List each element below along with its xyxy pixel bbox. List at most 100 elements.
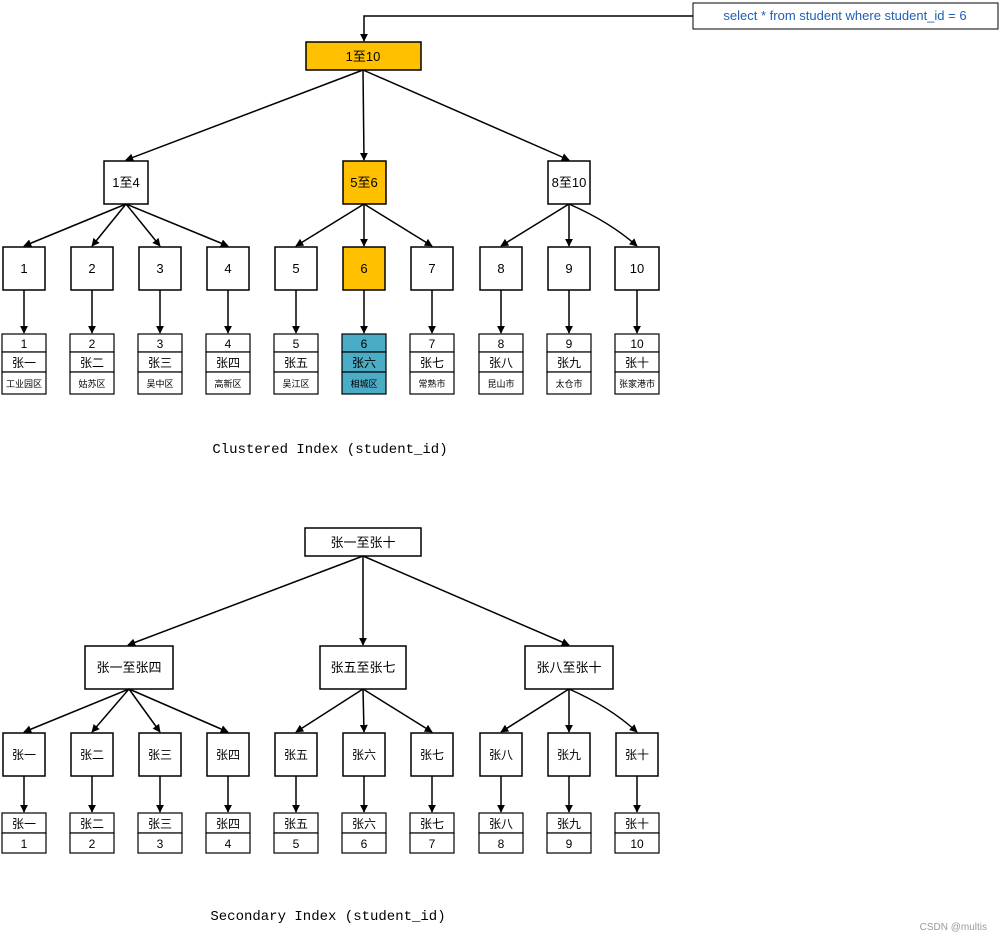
secondary-leaf-label: 张三 (148, 748, 172, 762)
edge (91, 688, 130, 733)
record-name: 张七 (420, 817, 444, 831)
record-area: 昆山市 (487, 378, 514, 389)
record-id: 6 (361, 837, 368, 851)
record-name: 张八 (489, 817, 513, 831)
record-name: 张一 (12, 356, 36, 370)
record-area-cell (478, 371, 524, 395)
record-area: 姑苏区 (78, 378, 105, 389)
secondary-leaf-node (547, 732, 591, 777)
clustered-level1-node (342, 160, 387, 205)
secondary-leaf-label: 张四 (216, 748, 240, 762)
query-text: select * from student where student_id =… (723, 8, 966, 23)
clustered-root-label: 1至10 (346, 49, 381, 64)
record-name: 张六 (352, 356, 376, 370)
edge (125, 203, 229, 247)
edge (127, 555, 364, 647)
record-id: 9 (566, 337, 573, 351)
secondary-index-tree: 张一至张十 张一至张四 张五至张七 张八至张十 张一 张二 张三 张四 (1, 527, 660, 925)
secondary-leaf-row: 张一 张二 张三 张四 张五 张六 张七 张八 张九 张十 (2, 732, 659, 777)
record-id-cell (341, 832, 387, 854)
clustered-caption: Clustered Index (student_id) (212, 442, 447, 458)
secondary-level1-node (84, 645, 174, 690)
clustered-leaf-label: 2 (88, 261, 95, 276)
record-id: 2 (89, 837, 96, 851)
edge (125, 203, 161, 247)
secondary-leaf-node (2, 732, 46, 777)
clustered-leaf-node (206, 246, 250, 291)
record-name: 张二 (80, 356, 104, 370)
clustered-leaf-node (138, 246, 182, 291)
record-id-cell (546, 832, 592, 854)
secondary-level1-node (319, 645, 407, 690)
edge (359, 688, 368, 733)
edge (23, 203, 127, 247)
query-box (692, 2, 999, 30)
edge (363, 203, 433, 247)
secondary-leaf-node (274, 732, 318, 777)
edge (128, 688, 229, 733)
record-name: 张三 (148, 817, 172, 831)
record-id: 7 (429, 837, 436, 851)
secondary-leaf-label: 张十 (625, 748, 649, 762)
secondary-level1-label: 张一至张四 (96, 660, 161, 675)
record-area: 常熟市 (418, 378, 445, 389)
secondary-leaf-node (206, 732, 250, 777)
clustered-index-tree: select * from student where student_id =… (1, 2, 999, 458)
edge (23, 688, 130, 733)
record-id: 5 (293, 837, 300, 851)
secondary-leaf-node (615, 732, 659, 777)
record-area-cell (614, 371, 660, 395)
record-id: 8 (498, 837, 505, 851)
record-id: 3 (157, 837, 164, 851)
edge (125, 69, 364, 162)
record-name: 张八 (489, 356, 513, 370)
secondary-caption: Secondary Index (student_id) (210, 909, 445, 925)
edge (359, 69, 368, 161)
edge (568, 688, 638, 733)
record-id-cell (205, 832, 251, 854)
secondary-leaf-node (138, 732, 182, 777)
query-arrow (360, 15, 693, 42)
clustered-leaf-label: 4 (224, 261, 231, 276)
clustered-root-node (305, 41, 422, 71)
secondary-level1-label: 张八至张十 (536, 660, 601, 675)
record-area: 太仓市 (555, 378, 582, 389)
record-area-cell (69, 371, 115, 395)
clustered-leaf-node (70, 246, 114, 291)
record-name: 张九 (557, 356, 581, 370)
record-id: 4 (225, 837, 232, 851)
record-area: 张家港市 (619, 378, 655, 389)
secondary-leaf-label: 张八 (489, 748, 513, 762)
record-area-cell (1, 371, 47, 395)
record-name: 张四 (216, 356, 240, 370)
record-name: 张六 (352, 817, 376, 831)
record-name: 张一 (12, 817, 36, 831)
clustered-leaf-node (2, 246, 46, 291)
record-name: 张七 (420, 356, 444, 370)
secondary-leaf-label: 张七 (420, 748, 444, 762)
clustered-leaf-label: 10 (630, 261, 644, 276)
record-id: 3 (157, 337, 164, 351)
record-name: 张十 (625, 817, 649, 831)
record-name: 张五 (284, 817, 308, 831)
secondary-leaf-label: 张五 (284, 748, 308, 762)
clustered-leaf-node (274, 246, 318, 291)
record-id: 1 (21, 837, 28, 851)
record-id-cell (69, 832, 115, 854)
secondary-record-row: 张一 1 张二 2 张三 3 张四 4 张五 5 张六 6 张七 (1, 812, 660, 854)
clustered-leaf-label: 3 (156, 261, 163, 276)
secondary-leaf-label: 张六 (352, 748, 376, 762)
clustered-level1-label: 8至10 (552, 175, 587, 190)
record-name: 张四 (216, 817, 240, 831)
edge (500, 688, 570, 733)
record-name: 张九 (557, 817, 581, 831)
edge (568, 203, 638, 247)
secondary-leaf-node (70, 732, 114, 777)
clustered-record-row: 1 张一 工业园区 2 张二 姑苏区 3 张三 吴中区 4 张四 高新区 (1, 333, 660, 395)
record-area-cell (409, 371, 455, 395)
record-area: 工业园区 (6, 379, 42, 389)
record-id: 10 (630, 337, 644, 351)
clustered-leaf-label: 8 (497, 261, 504, 276)
